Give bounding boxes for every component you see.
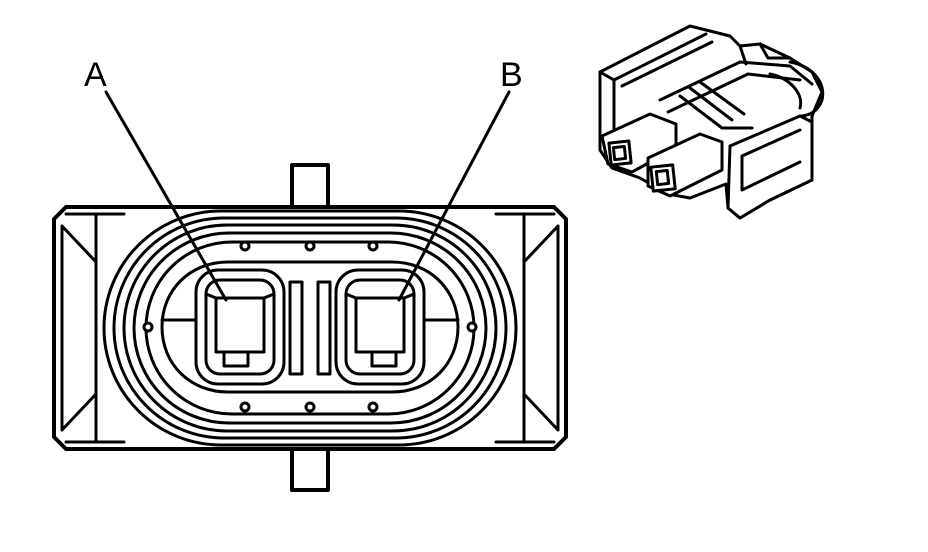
terminal-cavity-a <box>194 268 286 386</box>
leader-line-a <box>104 90 228 302</box>
pin-label-b: B <box>500 56 523 94</box>
inner-pocket <box>160 260 460 394</box>
center-divider <box>288 280 332 376</box>
right-end-cap <box>494 212 560 444</box>
left-end-cap <box>60 212 126 444</box>
connector-face-view: A B <box>52 56 568 492</box>
pin-label-a: A <box>84 56 107 94</box>
bottom-latch-tab <box>290 446 330 492</box>
retention-dots <box>142 240 478 413</box>
top-latch-tab <box>290 163 330 209</box>
leader-line-b <box>397 90 511 302</box>
connector-isometric-view <box>598 24 825 220</box>
connector-housing <box>52 205 568 451</box>
terminal-cavity-b <box>334 268 426 386</box>
